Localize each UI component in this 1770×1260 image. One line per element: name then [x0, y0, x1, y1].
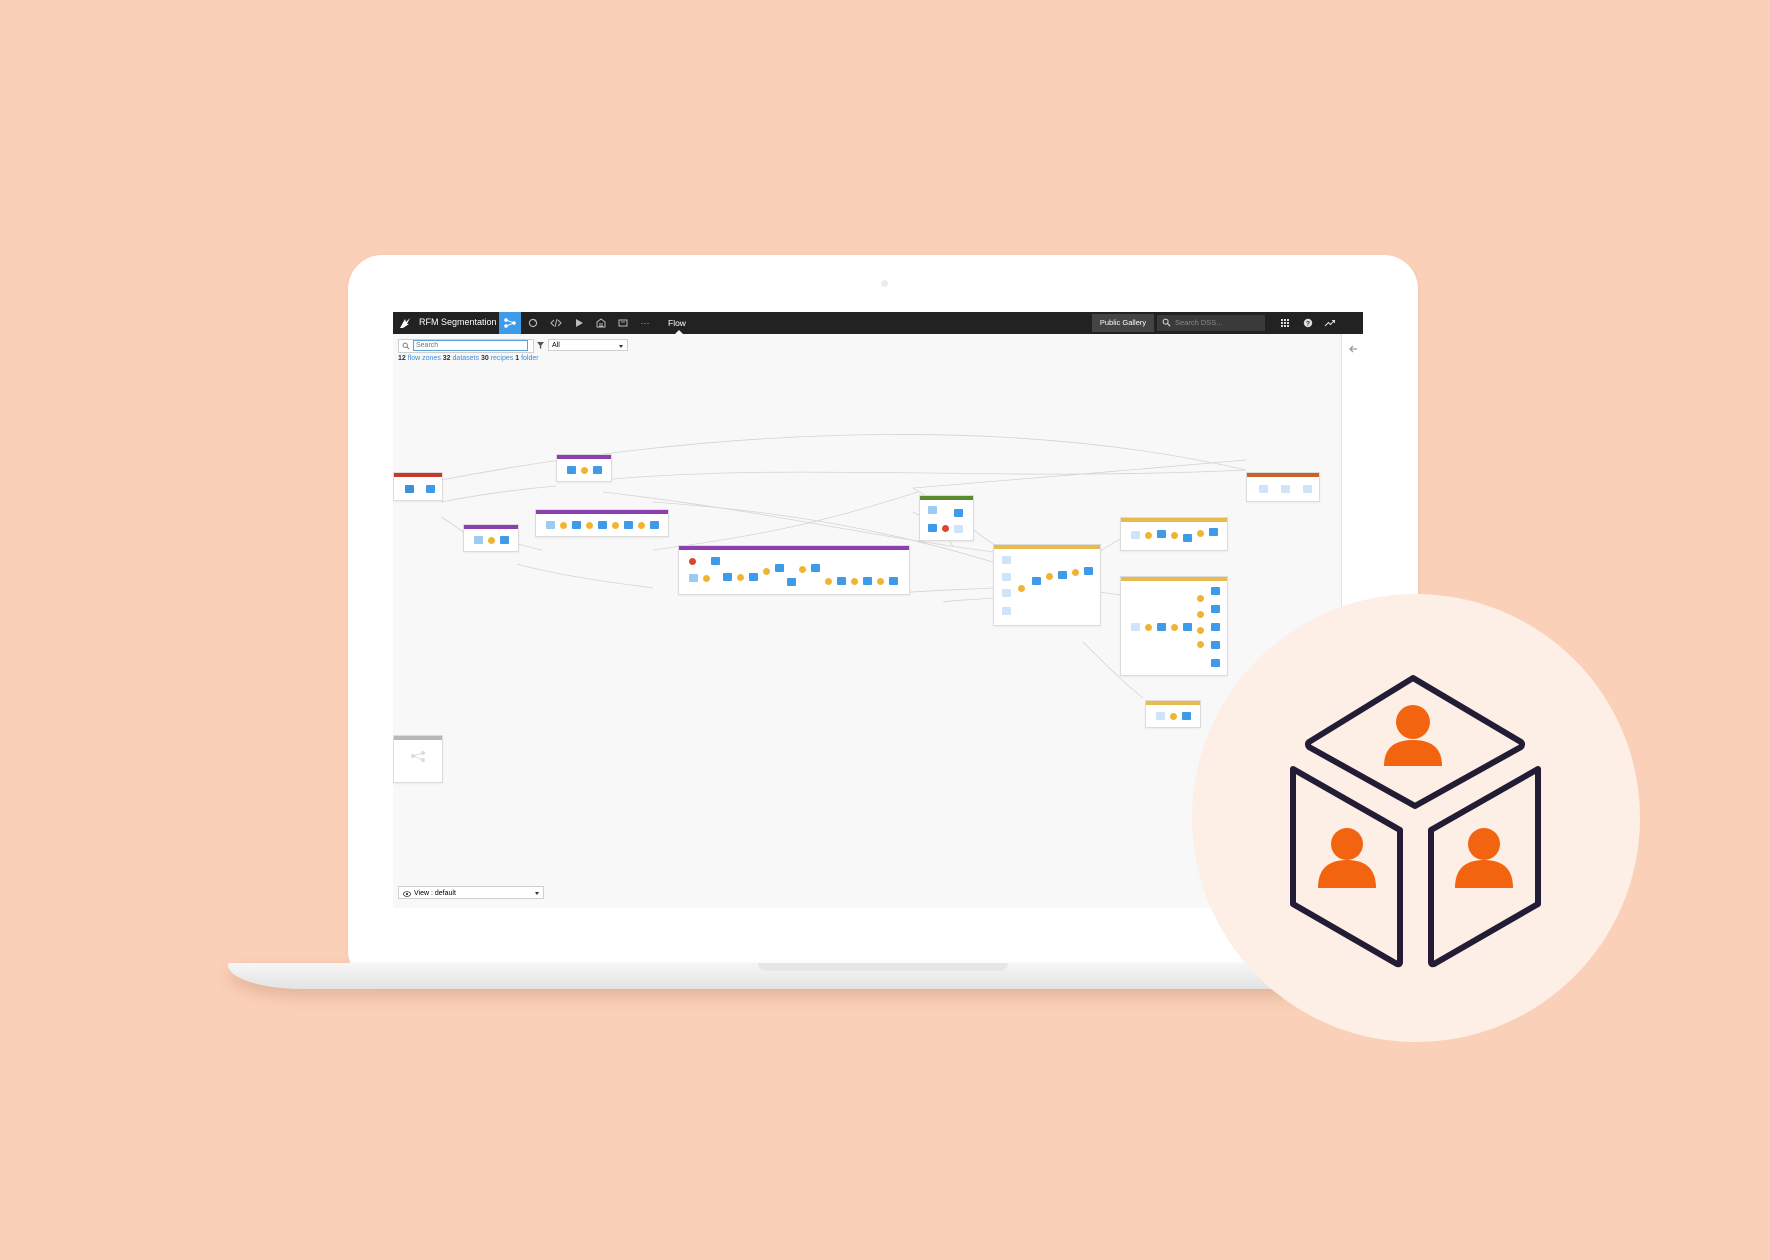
flow-search-box[interactable] — [398, 339, 534, 353]
folders-count: 1 — [515, 355, 520, 362]
laptop-notch — [758, 963, 1008, 971]
flow-filter-select[interactable]: All — [548, 339, 628, 351]
recipes-link[interactable]: recipes — [490, 355, 514, 362]
flow-zone-orange[interactable] — [1246, 472, 1320, 502]
refresh-icon[interactable] — [527, 317, 539, 329]
filter-icon[interactable] — [536, 341, 545, 350]
recipes-count: 30 — [480, 355, 489, 362]
apps-grid-icon[interactable] — [1279, 317, 1291, 329]
chevron-down-icon — [619, 345, 623, 348]
dataiku-bird-icon[interactable] — [399, 317, 411, 329]
active-caret — [675, 330, 683, 334]
view-selector-label: View : default — [414, 890, 456, 897]
eye-icon — [403, 891, 411, 897]
search-icon — [1162, 318, 1171, 327]
svg-text:?: ? — [1306, 320, 1310, 327]
flow-filter-value: All — [552, 342, 560, 349]
wiki-icon[interactable] — [617, 317, 629, 329]
activity-trend-icon[interactable] — [1324, 317, 1336, 329]
flow-zone-yellow-top[interactable] — [1120, 517, 1228, 551]
laptop-base — [228, 963, 1438, 989]
flow-zone-purple-left[interactable] — [463, 524, 519, 552]
flow-zone-green[interactable] — [919, 495, 974, 541]
view-selector[interactable]: View : default — [398, 886, 544, 899]
datasets-count: 32 — [442, 355, 451, 362]
zones-link[interactable]: flow zones — [407, 355, 441, 362]
flow-zone-yellow-bottom[interactable] — [1145, 700, 1201, 728]
arrow-left-icon[interactable] — [1348, 344, 1358, 354]
folders-link[interactable]: folder — [521, 355, 539, 362]
empty-flow-icon — [411, 751, 425, 762]
flow-nav-button[interactable] — [499, 312, 521, 334]
active-section-label[interactable]: Flow — [668, 318, 686, 328]
zones-count: 12 — [398, 355, 406, 362]
flow-counts: 12 flow zones 32 datasets 30 recipes 1 f… — [398, 355, 539, 362]
play-icon[interactable] — [573, 317, 585, 329]
dashboard-icon[interactable] — [595, 317, 607, 329]
flow-icon — [504, 318, 516, 328]
flow-zone-purple-large[interactable] — [678, 545, 910, 595]
project-name[interactable]: RFM Segmentation — [419, 317, 497, 327]
flow-zone-gray-empty[interactable] — [393, 735, 443, 783]
flow-zone-purple-mid[interactable] — [535, 509, 669, 537]
search-icon — [402, 342, 410, 350]
global-search-input[interactable] — [1175, 317, 1259, 328]
flow-zone-purple-top[interactable] — [556, 454, 612, 482]
public-gallery-button[interactable]: Public Gallery — [1092, 314, 1154, 332]
chevron-down-icon — [535, 892, 539, 895]
top-navbar: RFM Segmentation ··· Flow Public Gallery — [393, 312, 1363, 334]
code-icon[interactable] — [550, 317, 562, 329]
cube-users-icon — [1290, 675, 1541, 968]
laptop-camera — [881, 280, 888, 287]
flow-search-input[interactable] — [413, 340, 528, 351]
datasets-link[interactable]: datasets — [452, 355, 479, 362]
global-search[interactable] — [1157, 315, 1265, 331]
flow-zone-yellow-center[interactable] — [993, 544, 1101, 626]
flow-zone-red[interactable] — [393, 472, 443, 501]
more-icon[interactable]: ··· — [640, 318, 650, 328]
users-cube-badge — [1192, 594, 1640, 1042]
app-screen: RFM Segmentation ··· Flow Public Gallery — [393, 312, 1363, 908]
help-icon[interactable]: ? — [1302, 317, 1314, 329]
flow-zone-yellow-right[interactable] — [1120, 576, 1228, 676]
